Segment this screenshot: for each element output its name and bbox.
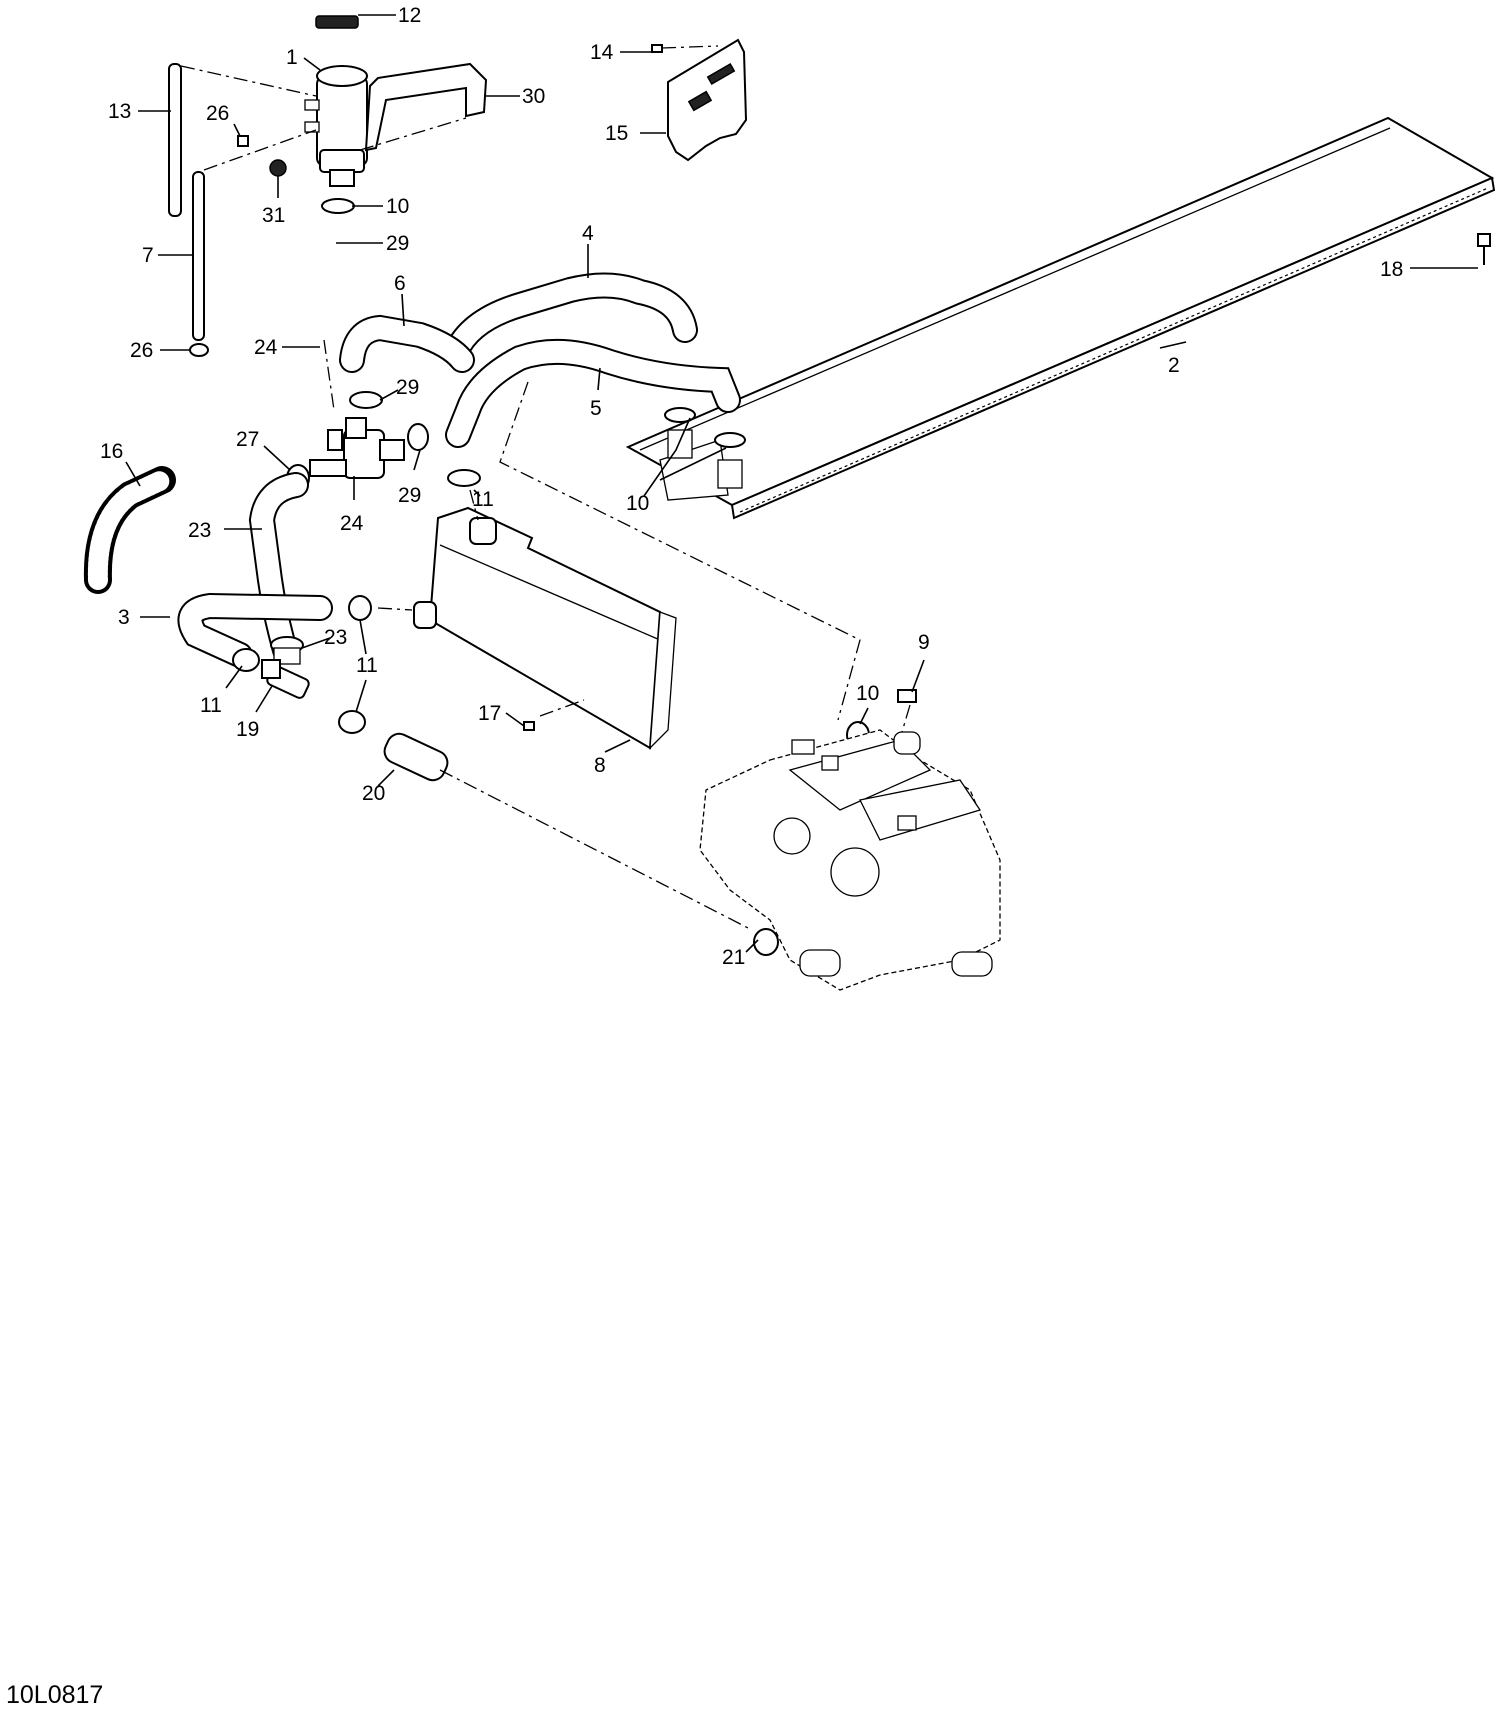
coolant-reservoir (304, 65, 368, 187)
callout-18: 18 (1380, 258, 1403, 281)
overflow-hose-13 (168, 63, 182, 217)
callout-11-upper: 11 (472, 488, 494, 511)
hose-21 (248, 472, 309, 663)
callout-6: 6 (394, 272, 406, 295)
hose-28 (306, 203, 344, 329)
reservoir-cap (315, 15, 359, 29)
callout-16: 16 (100, 440, 123, 463)
callout-20: 20 (362, 782, 385, 805)
callout-10-engine: 10 (856, 682, 879, 705)
callout-3: 3 (118, 606, 130, 629)
engine (699, 729, 1001, 991)
hose-6 (339, 314, 475, 373)
clamp-29-upper (349, 391, 383, 409)
clamp-11-lower (338, 710, 366, 734)
callout-19: 19 (236, 718, 259, 741)
callout-29-lower: 29 (398, 484, 421, 507)
callout-8: 8 (594, 754, 606, 777)
clamp-11-upper (447, 469, 481, 487)
thermostat-housing (309, 417, 405, 479)
callout-31: 31 (262, 204, 285, 227)
callout-28: 29 (386, 232, 409, 255)
corrugated-hose (83, 466, 176, 594)
callout-23: 23 (324, 626, 347, 649)
callout-2: 2 (1168, 354, 1180, 377)
callout-24: 24 (340, 512, 364, 535)
alignment-lines (180, 45, 911, 931)
callout-13: 13 (108, 100, 131, 123)
callout-11-mid: 11 (356, 654, 378, 677)
callout-5: 5 (590, 397, 602, 420)
callout-9: 9 (918, 631, 930, 654)
callout-17: 17 (478, 702, 501, 725)
screw-17 (523, 721, 535, 731)
screw-14 (651, 44, 663, 53)
clamp-25 (753, 928, 779, 956)
hose-20 (383, 732, 449, 782)
heat-exchanger (625, 116, 1496, 520)
callout-26-top: 26 (206, 102, 229, 125)
clamp-29-lower (407, 423, 429, 451)
callout-12: 12 (398, 4, 421, 27)
callout-29-upper: 29 (396, 376, 419, 399)
clamp-11-mid (348, 595, 372, 621)
clip-small (237, 135, 249, 147)
leader-lines (125, 14, 1478, 953)
clamp-10-radiator-b (714, 432, 746, 489)
callout-4: 4 (582, 222, 594, 245)
push-rivet (1477, 233, 1491, 265)
callout-25: 21 (722, 946, 745, 969)
fitting-9 (897, 689, 917, 703)
callouts: 12 1 13 26 30 31 10 29 7 4 6 24 26 2 18 … (100, 4, 1403, 969)
callout-21: 23 (188, 519, 211, 542)
reservoir-bracket (364, 62, 488, 152)
callout-22: 24 (254, 336, 278, 359)
callout-30: 30 (522, 85, 545, 108)
clamp-10-radiator-a (664, 407, 696, 459)
callout-1: 1 (286, 46, 298, 69)
callout-10-radiator: 10 (626, 492, 649, 515)
figure-id: 10L0817 (6, 1681, 103, 1709)
clamp-10-top (321, 198, 355, 214)
callout-7: 7 (142, 244, 154, 267)
hose-5 (445, 338, 741, 448)
callout-26-bottom: 26 (130, 339, 153, 362)
callout-27: 27 (236, 428, 259, 451)
nut (269, 159, 287, 177)
heat-shield (667, 38, 748, 162)
y-connector (261, 659, 310, 699)
clamp-11-left (232, 648, 260, 672)
overflow-hose-7 (189, 171, 209, 357)
hose-4 (443, 272, 698, 365)
callout-11-left: 11 (200, 694, 222, 717)
hose-3 (177, 592, 333, 668)
callout-10-top: 10 (386, 195, 409, 218)
callout-15: 15 (605, 122, 628, 145)
tunnel-heat-exchanger (413, 506, 677, 750)
callout-14: 14 (590, 41, 614, 64)
